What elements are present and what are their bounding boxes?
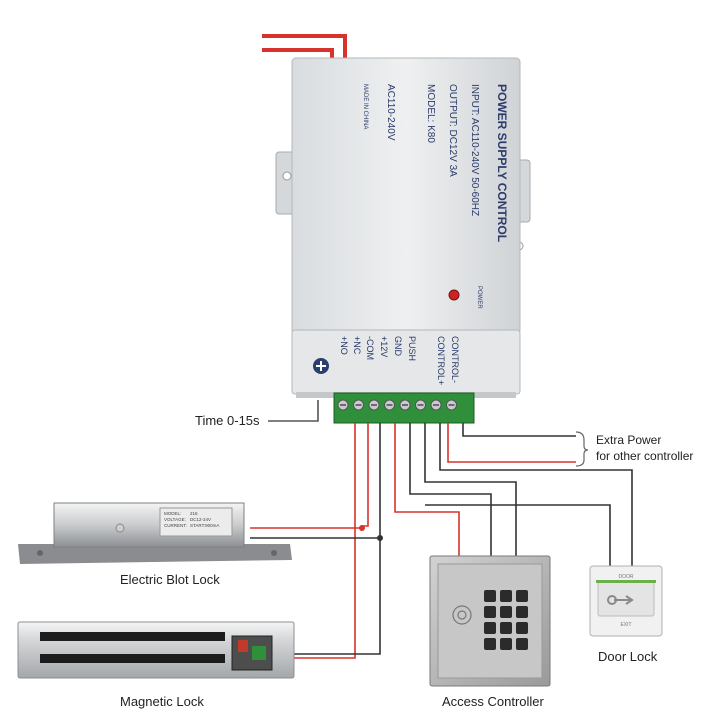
keypad-key [516,622,528,634]
electric-bolt-lock: MODEL: VOLTAGE: CURRENT: 216 DC12-24V ST… [18,502,292,564]
keypad-key [484,638,496,650]
extra-power-label-line2: for other controller [596,449,693,463]
electric-bolt-lock-label: Electric Blot Lock [120,572,220,587]
terminal-block [333,392,475,424]
keypad-key [500,638,512,650]
power-supply-output: OUTPUT: DC12V 3A [447,84,458,177]
access-controller [429,555,551,687]
terminal-label: +12V [379,336,389,357]
terminal-label: CONTROL+ [436,336,446,385]
bolt-plate-model: MODEL: [164,511,181,516]
keypad-key [500,622,512,634]
time-adjust-knob [313,358,329,374]
exit-button-top-label: DOOR [619,574,634,580]
power-supply-ac: AC110-240V [385,84,396,141]
keypad-key [516,638,528,650]
magnetic-lock [17,621,295,679]
power-led-label: POWER [476,286,482,309]
keypad-key [500,590,512,602]
keypad-key [500,606,512,618]
bolt-plate-current: CURRENT: [164,523,187,528]
bolt-plate-voltage-value: DC12-24V [190,517,211,522]
keypad-key [484,590,496,602]
keypad-key [516,606,528,618]
door-exit-button: DOOR EXIT [589,565,663,637]
keypad-key [484,606,496,618]
terminal-label: GND [393,336,403,357]
bolt-plate-voltage: VOLTAGE: [164,517,186,522]
power-supply-made: MADE IN CHINA [362,84,368,129]
terminal-label: +NO [339,336,349,355]
extra-power-label-line1: Extra Power [596,433,661,447]
access-controller-label: Access Controller [442,694,545,709]
keypad-key [516,590,528,602]
terminal-label: +NC [352,336,362,355]
extra-power-bracket [575,431,589,467]
terminal-label: -COM [365,336,375,360]
power-supply-model: MODEL: K80 [425,84,436,143]
terminal-label: PUSH [407,336,417,361]
power-supply-box [275,57,531,398]
magnetic-lock-label: Magnetic Lock [120,694,204,709]
terminal-label: CONTROL- [450,336,460,383]
wires [250,400,633,659]
power-supply-label-group: POWER SUPPLY CONTROL INPUT: AC110-240V 5… [362,84,509,242]
power-supply-input: INPUT: AC110-240V 50-60HZ [469,84,480,216]
power-supply-title: POWER SUPPLY CONTROL [495,84,509,242]
bolt-plate-model-value: 216 [190,511,198,516]
exit-button-bottom-label: EXIT [620,622,631,628]
bolt-plate-current-value: START:900mA [190,523,219,528]
door-lock-label: Door Lock [598,649,658,664]
power-led: POWER [448,286,482,309]
time-label: Time 0-15s [195,413,260,428]
keypad-key [484,622,496,634]
terminal-labels: +NO+NC-COM +12V GND PUSH CONTROL+ CONTROL- [339,336,460,385]
